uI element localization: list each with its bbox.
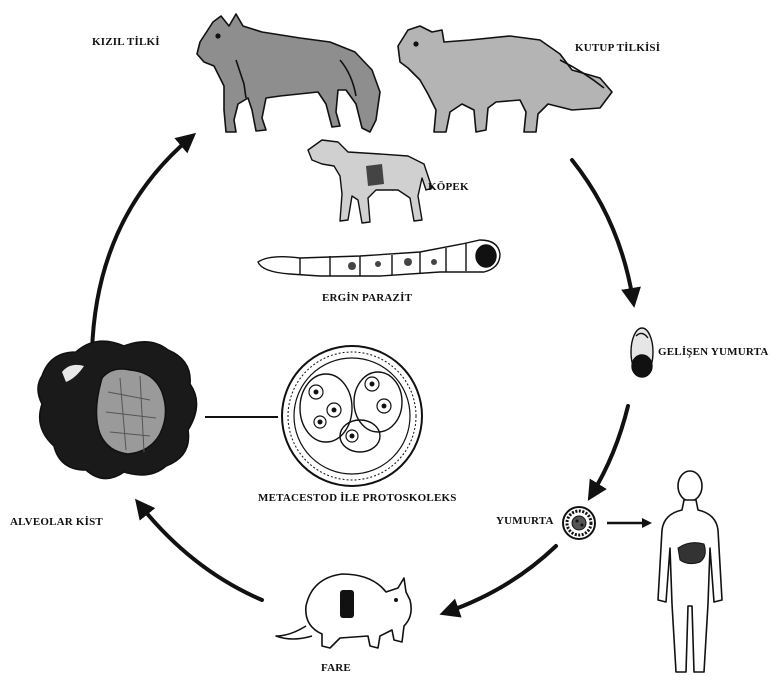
arrow-mouse-to-alveolar-cyst	[140, 505, 262, 600]
label-egg: YUMURTA	[496, 515, 554, 527]
label-metacestode: METACESTOD İLE PROTOSKOLEKS	[258, 492, 457, 504]
metacestode-illustration	[282, 346, 422, 486]
arrow-cyst-to-red-fox	[92, 138, 190, 352]
dog-illustration	[308, 140, 432, 223]
label-adult-parasite: ERGİN PARAZİT	[322, 292, 412, 304]
red-fox-illustration	[197, 14, 380, 132]
alveolar-cyst-illustration	[38, 341, 197, 478]
label-red-fox: KIZIL TİLKİ	[92, 36, 160, 48]
egg-illustration	[563, 507, 595, 539]
label-alveolar-cyst: ALVEOLAR KİST	[10, 516, 103, 528]
arrow-developing-egg-to-egg	[592, 406, 628, 494]
label-mouse: FARE	[321, 662, 351, 674]
label-developing-egg: GELİŞEN YUMURTA	[658, 346, 769, 358]
human-illustration	[658, 471, 722, 672]
label-dog: KÖPEK	[428, 181, 469, 193]
mouse-illustration	[276, 574, 411, 648]
adult-parasite-illustration	[258, 240, 500, 276]
arrow-egg-to-mouse	[447, 546, 556, 612]
developing-egg-illustration	[631, 328, 653, 377]
arrow-arcticfox-to-developing-egg	[572, 160, 633, 300]
label-arctic-fox: KUTUP TİLKİSİ	[575, 42, 660, 54]
